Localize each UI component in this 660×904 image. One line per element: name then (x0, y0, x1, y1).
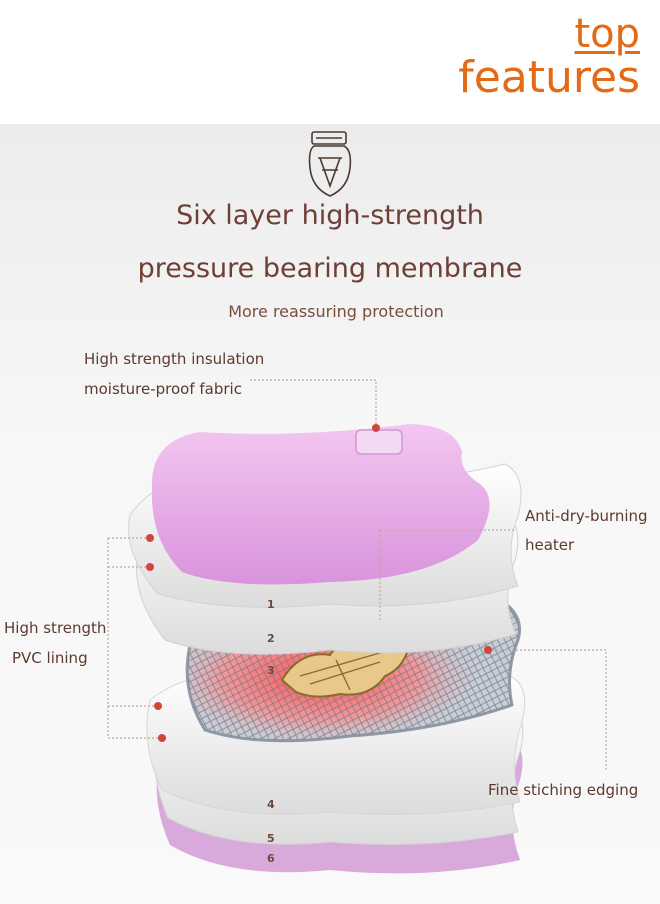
fabric-label-tag (355, 429, 403, 455)
brand-line-top: top (574, 11, 640, 57)
page-title-line2: pressure bearing membrane (137, 253, 523, 284)
callout-fabric-line1: High strength insulation (84, 350, 265, 368)
callout-lines (107, 379, 607, 770)
brand-line-features: features (458, 52, 640, 103)
brand-logo: top features (458, 14, 640, 100)
callout-heater-line1: Anti-dry-burning (525, 507, 648, 525)
layer-number-3: 3 (267, 664, 275, 677)
layer-number-1: 1 (267, 598, 275, 611)
callout-pvc-line2: PVC lining (12, 649, 88, 667)
pink-fabric-top (151, 424, 490, 585)
layer-number-4: 4 (267, 798, 275, 811)
callout-dots (146, 424, 492, 742)
hot-water-bag-icon (308, 131, 352, 197)
layer-number-5: 5 (267, 832, 275, 845)
layer-number-2: 2 (267, 632, 275, 645)
callout-heater-line2: heater (525, 536, 575, 554)
callout-edging: Fine stiching edging (488, 781, 639, 799)
callout-pvc-line1: High strength (4, 619, 107, 637)
callout-fabric-line2: moisture-proof fabric (84, 380, 242, 398)
page-subtitle: More reassuring protection (228, 302, 444, 321)
layer-number-6: 6 (267, 852, 275, 865)
page-title-line1: Six layer high-strength (176, 200, 484, 231)
